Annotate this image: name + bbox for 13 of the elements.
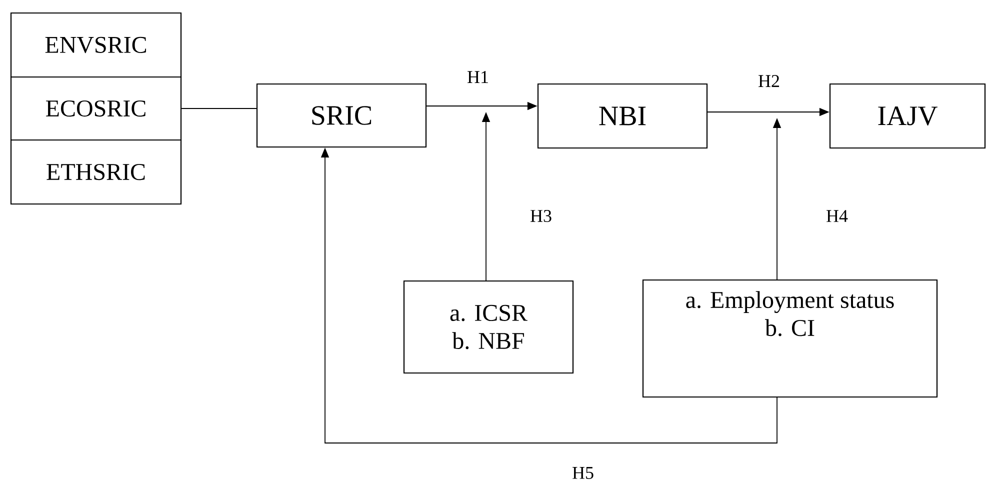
factor-box: a. ICSR b. NBF xyxy=(403,280,574,374)
edge-label: H4 xyxy=(825,209,849,223)
edge-label: H3 xyxy=(529,208,553,224)
input-box: ENVSRIC xyxy=(10,12,182,78)
input-box: ECOSRIC xyxy=(10,76,182,141)
process-box: IAJV xyxy=(829,83,986,149)
edge-label: H5 xyxy=(571,466,595,480)
process-box: NBI xyxy=(537,83,708,149)
edge-label: H1 xyxy=(466,70,490,84)
input-box: ETHSRIC xyxy=(10,139,182,205)
process-box: SRIC xyxy=(256,83,427,148)
factor-box: a. Employment status b. CI xyxy=(642,279,938,398)
edge-label: H2 xyxy=(757,74,781,88)
